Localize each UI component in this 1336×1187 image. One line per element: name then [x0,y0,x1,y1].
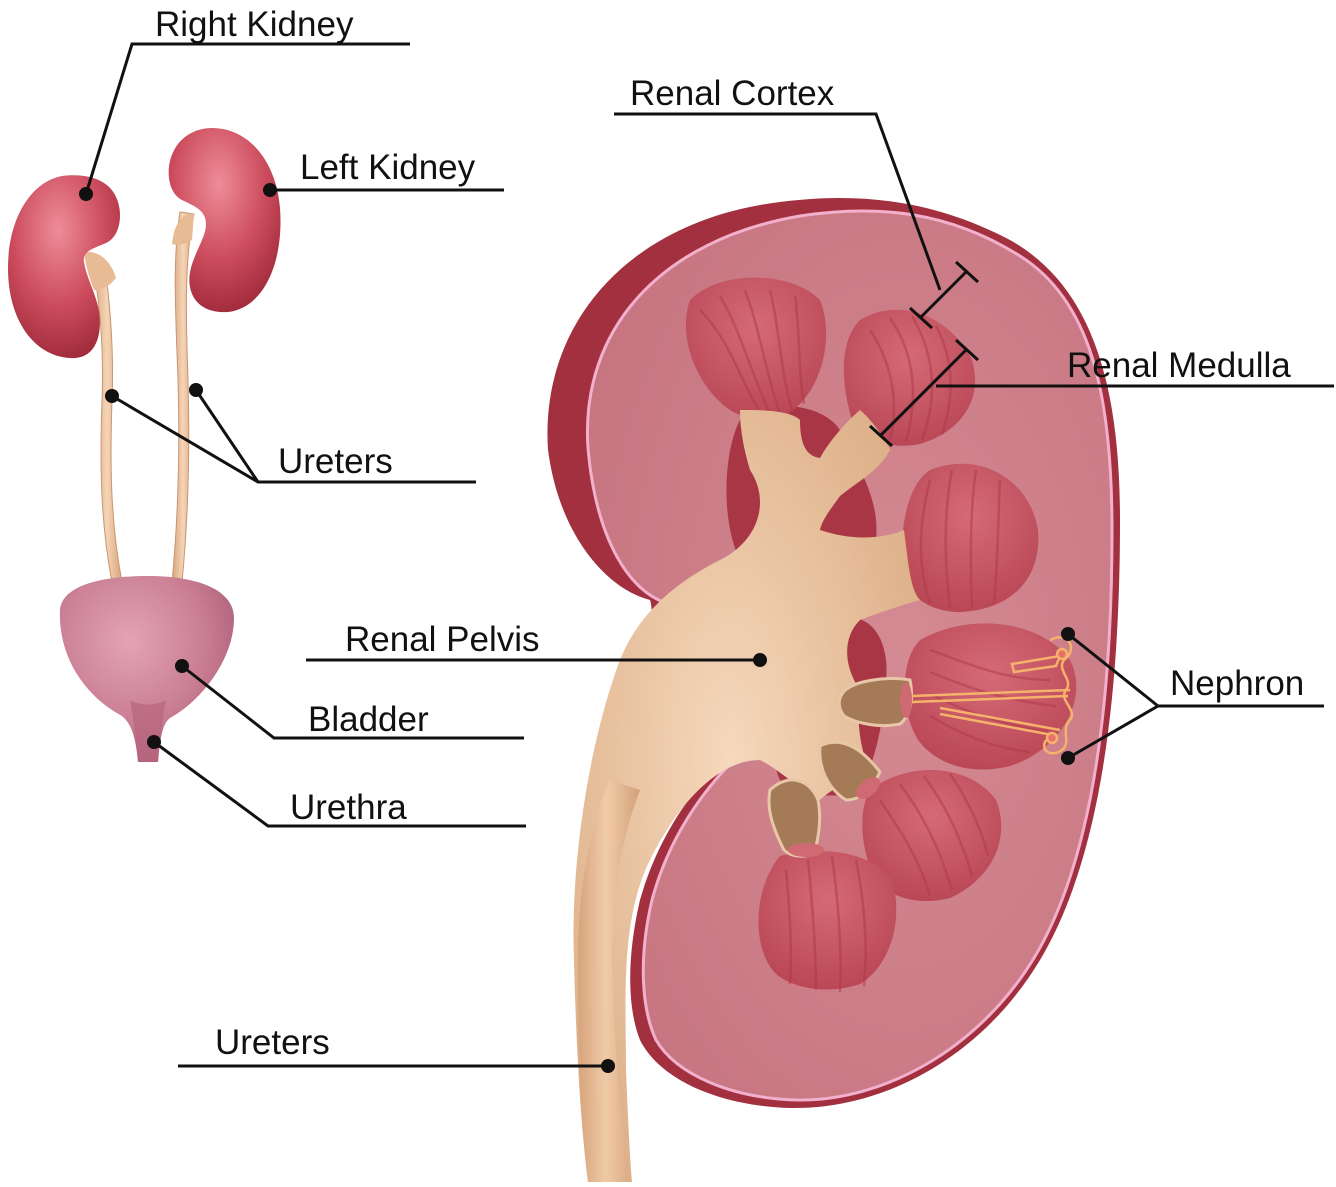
dot-left-kidney [263,183,277,197]
papilla-1-opening [900,682,912,718]
pyramid-6 [758,851,896,989]
label-renal-medulla: Renal Medulla [1067,348,1291,383]
dot-nephron-upper [1061,627,1075,641]
label-bladder: Bladder [308,702,429,737]
label-ureters-bottom: Ureters [215,1025,330,1060]
bladder-neck-shade [130,700,166,762]
label-nephron: Nephron [1170,666,1304,701]
dot-ureters-bottom [601,1059,615,1073]
dot-left-ureter [189,383,203,397]
dot-right-kidney [79,187,93,201]
dot-renal-pelvis [753,653,767,667]
label-renal-pelvis: Renal Pelvis [345,622,540,657]
label-urethra: Urethra [290,790,407,825]
dot-nephron-lower [1061,751,1075,765]
dot-bladder [175,659,189,673]
kidney-cross-section [547,198,1120,1182]
label-renal-cortex: Renal Cortex [630,76,834,111]
small-urinary-system [8,128,281,762]
label-right-kidney: Right Kidney [155,7,353,42]
label-left-kidney: Left Kidney [300,150,475,185]
dot-urethra [147,735,161,749]
left-ureter [172,212,194,582]
left-kidney-pelvis [172,214,194,245]
label-ureters-top: Ureters [278,444,393,479]
dot-right-ureter [105,389,119,403]
papilla-3-opening [788,843,824,857]
